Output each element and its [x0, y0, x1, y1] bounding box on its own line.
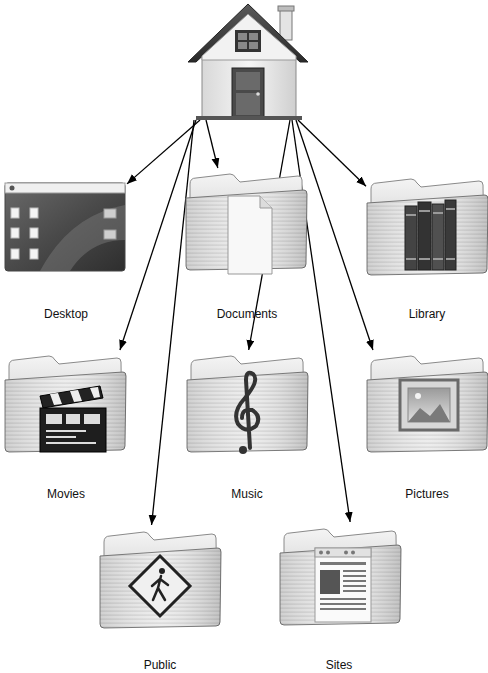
folder-node: Music: [186, 350, 308, 502]
folder-label: Documents: [175, 306, 319, 322]
folder-icon: [280, 529, 401, 625]
treble-clef-icon: [236, 373, 258, 454]
folder-icon: [367, 356, 488, 452]
web-page-icon: [315, 548, 371, 622]
arrow-connector: [120, 120, 196, 350]
folder-node: Public: [98, 525, 222, 673]
folder-label: Desktop: [0, 306, 137, 322]
arrow-connector: [298, 120, 366, 186]
folder-label: Sites: [268, 657, 410, 673]
folder-node: Documents: [185, 168, 309, 322]
folder-label: Pictures: [356, 486, 488, 502]
picture-frame-icon: [400, 380, 458, 430]
home-node: [190, 2, 306, 120]
folder-node: Sites: [278, 522, 400, 673]
folder-label: Public: [88, 657, 232, 673]
pedestrian-sign-icon: [130, 556, 190, 616]
arrow-connector: [296, 120, 373, 350]
arrow-connector: [152, 120, 194, 525]
folder-node: Pictures: [366, 350, 488, 502]
folder-label: Library: [356, 306, 488, 322]
folder-node: Library: [366, 172, 488, 322]
folder-icon: [5, 356, 126, 452]
home-house-icon: [188, 4, 308, 120]
folder-label: Movies: [0, 486, 137, 502]
arrow-connector: [206, 120, 218, 168]
folder-icon: [367, 179, 488, 275]
folder-icon: [187, 356, 308, 452]
clapperboard-icon: [40, 386, 106, 452]
folder-node: Movies: [5, 350, 127, 502]
folder-node: Desktop: [5, 180, 127, 322]
document-page-icon: [228, 196, 272, 274]
folder-icon: [100, 532, 221, 628]
arrow-connector: [127, 120, 200, 184]
books-icon: [405, 200, 456, 270]
folder-label: Music: [176, 486, 318, 502]
desktop-screen-icon: [5, 183, 125, 271]
